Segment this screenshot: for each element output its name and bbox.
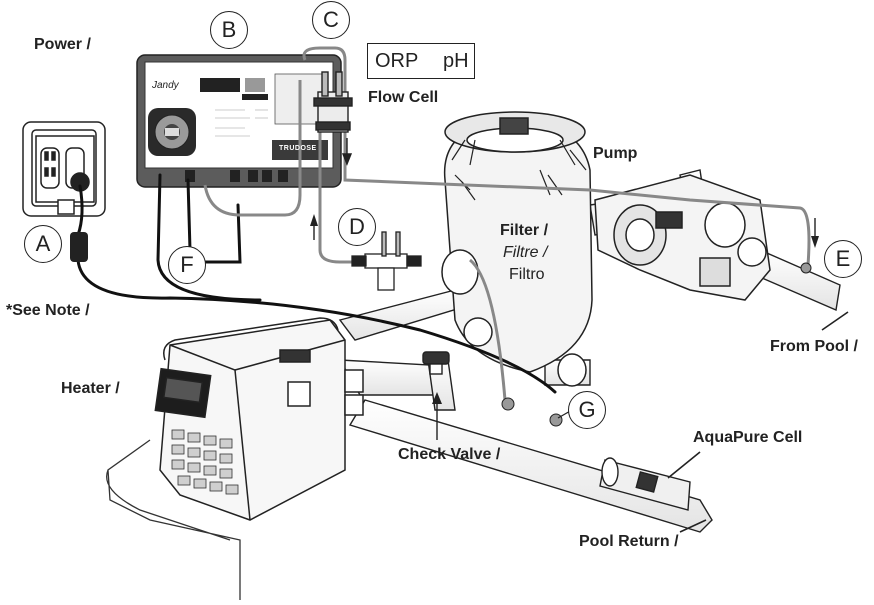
heater-label: Heater / bbox=[61, 380, 120, 397]
callout-e: E bbox=[824, 240, 862, 278]
heater-unit bbox=[154, 317, 364, 521]
injector-fitting bbox=[351, 231, 422, 291]
return-sample-fitting bbox=[501, 397, 515, 411]
pool-return-label: Pool Return / bbox=[579, 533, 679, 550]
sample-lines bbox=[203, 46, 811, 401]
filter-label-es: Filtro bbox=[509, 266, 545, 283]
filter-tank bbox=[441, 111, 593, 387]
return-injection-fitting bbox=[549, 413, 563, 427]
pump-label: Pump bbox=[593, 145, 638, 162]
dosing-controller bbox=[136, 54, 342, 188]
callout-b: B bbox=[210, 11, 248, 49]
check-valve bbox=[422, 351, 450, 375]
flow-cell-label: Flow Cell bbox=[368, 89, 439, 106]
pool-return-pointer bbox=[679, 519, 707, 533]
return-pipe bbox=[348, 399, 713, 533]
orp-ph-label-box: ORP pH bbox=[367, 43, 475, 79]
filter-label-fr: Filtre / bbox=[503, 244, 548, 261]
aquapure-cell bbox=[599, 457, 691, 511]
power-outlet bbox=[22, 121, 106, 217]
orp-label: ORP bbox=[375, 50, 419, 72]
pipes bbox=[338, 169, 841, 533]
callout-f: F bbox=[168, 246, 206, 284]
controller-model: TRUDOSE bbox=[279, 145, 317, 152]
heater-filter-pipe bbox=[338, 289, 472, 341]
suction-sample-fitting bbox=[800, 262, 812, 274]
ph-label: pH bbox=[443, 50, 469, 72]
callout-c: C bbox=[312, 1, 350, 39]
aquapure-pointer bbox=[667, 451, 701, 479]
aquapure-cell-label: AquaPure Cell bbox=[693, 429, 803, 446]
callout-a: A bbox=[24, 225, 62, 263]
check-valve-label: Check Valve / bbox=[398, 446, 501, 463]
gfci-plug bbox=[70, 232, 88, 262]
floor-slab bbox=[106, 439, 241, 600]
callout-d: D bbox=[338, 208, 376, 246]
filter-label-en: Filter / bbox=[500, 222, 549, 239]
from-pool-label: From Pool / bbox=[770, 338, 858, 355]
from-pool-pointer bbox=[821, 311, 849, 331]
controller-brand: Jandy bbox=[152, 80, 179, 91]
power-label: Power / bbox=[34, 36, 91, 53]
callout-g: G bbox=[568, 391, 606, 429]
flow-cell bbox=[313, 71, 353, 166]
pump-unit bbox=[594, 174, 771, 301]
see-note-label: *See Note / bbox=[6, 302, 90, 319]
